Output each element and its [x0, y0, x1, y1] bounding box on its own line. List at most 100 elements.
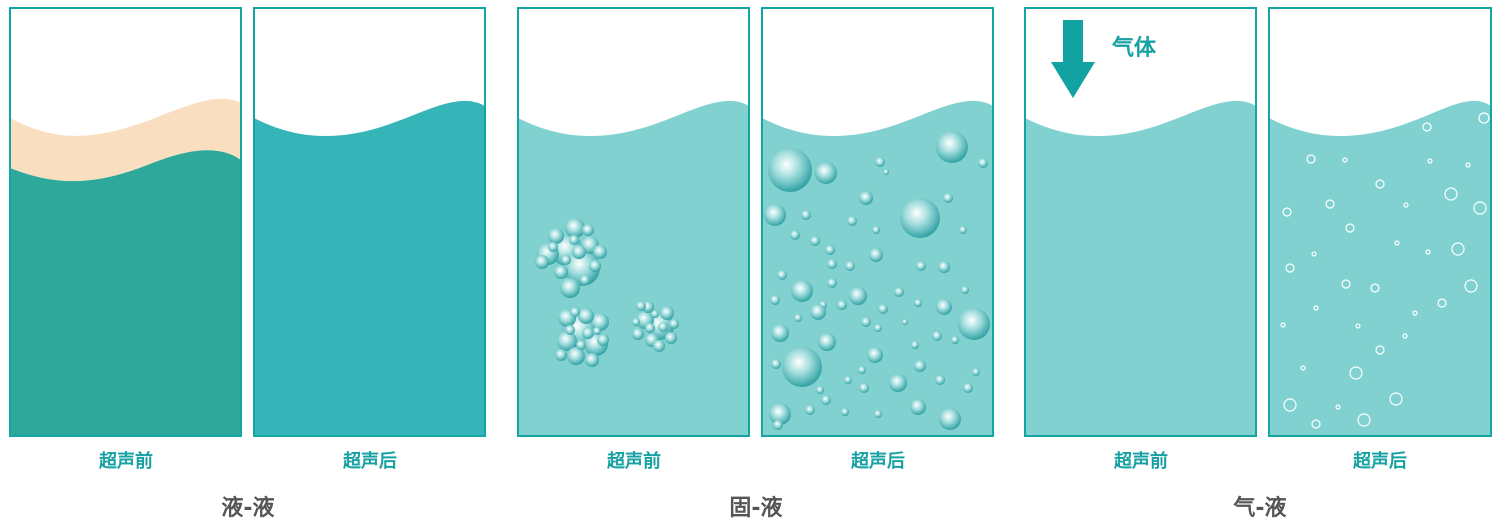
particle [794, 314, 802, 322]
particle [564, 250, 600, 286]
oil-layer [10, 98, 241, 182]
panel-solid-liquid-before [517, 7, 750, 437]
label-after-gas-liquid: 超声后 [1353, 451, 1407, 472]
particle [773, 420, 783, 430]
gas-bubble [1427, 158, 1433, 164]
gas-bubble [1412, 310, 1418, 316]
gas-bubble [1375, 179, 1385, 189]
particle [557, 331, 577, 351]
particle [665, 332, 677, 344]
particle [818, 333, 836, 351]
gas-bubble [1422, 122, 1432, 132]
particle [565, 325, 575, 335]
gas-bubble [1478, 112, 1490, 124]
particle [936, 131, 968, 163]
panel-gas-liquid-before [1024, 7, 1257, 437]
particle [653, 340, 665, 352]
particle [845, 261, 855, 271]
particle [883, 169, 889, 175]
label-after-solid-liquid: 超声后 [851, 451, 905, 472]
particle [791, 280, 813, 302]
particle [569, 235, 579, 245]
particle [911, 341, 919, 349]
particle [669, 319, 679, 329]
particle [847, 216, 857, 226]
particle [816, 386, 824, 394]
particle [844, 376, 852, 384]
particle [939, 408, 961, 430]
particle [561, 255, 571, 265]
particle [582, 224, 594, 236]
gas-bubble [1357, 413, 1371, 427]
particle [914, 299, 922, 307]
particle [632, 318, 640, 326]
particle [959, 226, 967, 234]
particle [841, 408, 849, 416]
particle [593, 327, 601, 335]
particle [849, 287, 867, 305]
particle [900, 198, 940, 238]
panel-frame [1024, 7, 1257, 437]
panel-frame [761, 7, 994, 437]
gas-bubble [1389, 392, 1403, 406]
panel-frame [1268, 7, 1492, 437]
particle [914, 360, 926, 372]
particle [894, 287, 904, 297]
panel-liquid-liquid-after [253, 7, 486, 437]
panel-frame [253, 7, 486, 437]
gas-bubble [1306, 154, 1316, 164]
title-liquid-liquid: 液-液 [221, 496, 275, 521]
particle [963, 383, 973, 393]
particle [565, 218, 585, 238]
particle [958, 308, 990, 340]
panel-solid-liquid-after [761, 7, 994, 437]
particle [771, 359, 781, 369]
particle [825, 245, 835, 255]
gas-bubble [1313, 305, 1319, 311]
gas-bubble [1335, 404, 1341, 410]
particle [790, 230, 800, 240]
liquid [518, 100, 749, 436]
gas-bubble [1370, 283, 1380, 293]
particle [771, 324, 789, 342]
particle [554, 265, 568, 279]
particle [535, 255, 549, 269]
particle [567, 347, 585, 365]
liquid [1025, 100, 1256, 436]
gas-bubble [1280, 322, 1286, 328]
panel-frame [517, 7, 750, 437]
particle [858, 366, 866, 374]
liquid [762, 100, 993, 436]
particle [764, 204, 786, 226]
particle [972, 368, 980, 376]
particle [821, 395, 831, 405]
particle [889, 374, 907, 392]
particle [582, 327, 594, 339]
particle [589, 260, 601, 272]
gas-bubble [1282, 207, 1292, 217]
particle [810, 304, 826, 320]
gas-bubble [1341, 279, 1351, 289]
particle [872, 226, 880, 234]
particle [932, 331, 942, 341]
particle [632, 328, 644, 340]
particle [801, 210, 811, 220]
gas-bubble [1464, 279, 1478, 293]
down-arrow-icon [1051, 20, 1095, 98]
particle [815, 162, 837, 184]
particle [782, 347, 822, 387]
particle [578, 308, 594, 324]
gas-bubbles [1280, 112, 1490, 429]
panel-liquid-liquid-before [9, 7, 242, 437]
gas-bubble [1349, 366, 1363, 380]
particle [576, 340, 586, 350]
gas-bubble [1403, 202, 1409, 208]
particle [861, 317, 871, 327]
water-layer [10, 150, 241, 436]
gas-bubble [1285, 263, 1295, 273]
particle [827, 278, 837, 288]
gas-bubble [1311, 251, 1317, 257]
particle [916, 261, 926, 271]
emulsion-liquid [254, 100, 485, 436]
liquid [1269, 100, 1491, 436]
